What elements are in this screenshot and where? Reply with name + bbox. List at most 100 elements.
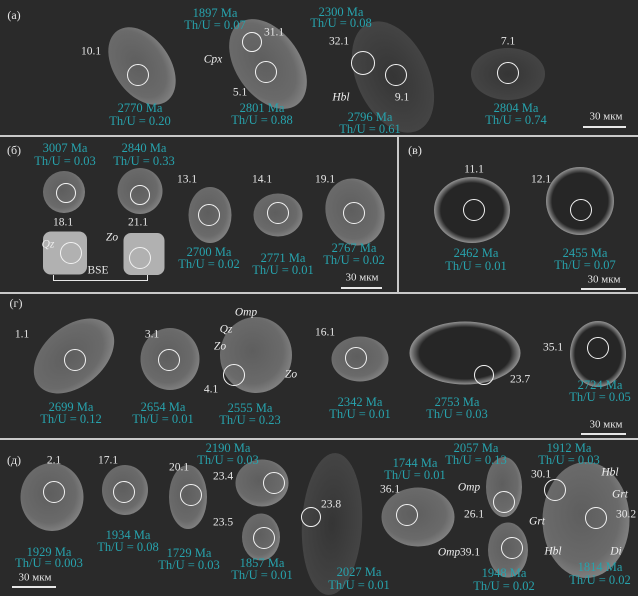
th-u-ratio-label: Th/U = 0.03 bbox=[158, 557, 220, 572]
analysis-spot-circle bbox=[180, 484, 202, 506]
age-label: 2555 Ma bbox=[227, 400, 273, 415]
zircon-grain bbox=[381, 487, 455, 547]
analysis-spot-circle bbox=[113, 481, 135, 503]
mineral-label: Hbl bbox=[544, 545, 562, 558]
spot-label: 23.4 bbox=[212, 470, 234, 483]
analysis-spot-circle bbox=[474, 365, 494, 385]
panel-label-g: (г) bbox=[9, 296, 23, 310]
spot-label: 14.1 bbox=[251, 173, 273, 186]
th-u-ratio-label: Th/U = 0.02 bbox=[569, 572, 631, 587]
age-label: 2300 Ma bbox=[318, 4, 364, 19]
scale-bar bbox=[581, 433, 626, 435]
th-u-ratio-label: Th/U = 0.33 bbox=[113, 153, 175, 168]
mineral-label: Qz bbox=[219, 323, 233, 336]
age-label: 1934 Ma bbox=[105, 527, 151, 542]
age-label: 1929 Ma bbox=[26, 544, 72, 559]
th-u-ratio-label: Th/U = 0.02 bbox=[178, 256, 240, 271]
analysis-spot-circle bbox=[301, 507, 321, 527]
age-label: 2770 Ma bbox=[117, 100, 163, 115]
scale-bar-label: 30 мкм bbox=[589, 418, 623, 431]
panel-label-b: (б) bbox=[6, 143, 22, 157]
mineral-label: Grt bbox=[529, 515, 545, 528]
analysis-spot-circle bbox=[56, 183, 76, 203]
th-u-ratio-label: Th/U = 0.20 bbox=[109, 113, 171, 128]
analysis-spot-circle bbox=[130, 185, 150, 205]
mineral-label: Cpx bbox=[203, 53, 223, 66]
age-label: 2771 Ma bbox=[260, 250, 306, 265]
spot-label: 32.1 bbox=[328, 35, 350, 48]
age-label: 2027 Ma bbox=[336, 564, 382, 579]
age-label: 2699 Ma bbox=[48, 399, 94, 414]
th-u-ratio-label: Th/U = 0.02 bbox=[473, 578, 535, 593]
panel-divider bbox=[0, 438, 638, 440]
th-u-ratio-label: Th/U = 0.08 bbox=[310, 15, 372, 30]
mineral-label: Hbl bbox=[332, 91, 350, 104]
spot-label: 12.1 bbox=[530, 173, 552, 186]
spot-label: 23.5 bbox=[212, 516, 234, 529]
th-u-ratio-label: Th/U = 0.01 bbox=[329, 406, 391, 421]
analysis-spot-circle bbox=[343, 202, 365, 224]
age-label: 2190 Ma bbox=[205, 440, 251, 455]
age-label: 2342 Ma bbox=[337, 394, 383, 409]
panel-label-v: (в) bbox=[408, 143, 422, 157]
bse-bracket bbox=[53, 275, 148, 281]
analysis-spot-circle bbox=[585, 507, 607, 529]
panel-divider bbox=[397, 137, 399, 292]
age-label: 2804 Ma bbox=[493, 100, 539, 115]
age-label: 2462 Ma bbox=[453, 245, 499, 260]
analysis-spot-circle bbox=[396, 504, 418, 526]
spot-label: 9.1 bbox=[394, 91, 410, 104]
analysis-spot-circle bbox=[385, 64, 407, 86]
age-label: 1744 Ma bbox=[392, 455, 438, 470]
th-u-ratio-label: Th/U = 0.07 bbox=[554, 257, 616, 272]
mineral-label: Di bbox=[610, 545, 622, 558]
age-label: 2767 Ma bbox=[331, 240, 377, 255]
age-label: 2840 Ma bbox=[121, 140, 167, 155]
panel-label-a: (а) bbox=[7, 8, 21, 22]
panel-divider bbox=[0, 292, 638, 294]
th-u-ratio-label: Th/U = 0.01 bbox=[252, 262, 314, 277]
th-u-ratio-label: Th/U = 0.23 bbox=[219, 412, 281, 427]
age-label: 1948 Ma bbox=[481, 565, 527, 580]
th-u-ratio-label: Th/U = 0.01 bbox=[231, 567, 293, 582]
scale-bar-label: 30 мкм bbox=[589, 110, 623, 123]
age-label: 1857 Ma bbox=[239, 555, 285, 570]
age-label: 3007 Ma bbox=[42, 140, 88, 155]
analysis-spot-circle bbox=[60, 242, 82, 264]
mineral-label: Omp bbox=[457, 481, 481, 494]
mineral-label: Grt bbox=[612, 488, 628, 501]
scale-bar bbox=[581, 288, 626, 290]
th-u-ratio-label: Th/U = 0.02 bbox=[323, 252, 385, 267]
th-u-ratio-label: Th/U = 0.03 bbox=[426, 406, 488, 421]
mineral-label: Hbl bbox=[601, 466, 619, 479]
scale-bar-label: 30 мкм bbox=[345, 271, 379, 284]
th-u-ratio-label: Th/U = 0.08 bbox=[97, 539, 159, 554]
age-label: 1729 Ma bbox=[166, 545, 212, 560]
analysis-spot-circle bbox=[198, 204, 220, 226]
th-u-ratio-label: Th/U = 0.74 bbox=[485, 112, 547, 127]
th-u-ratio-label: Th/U = 0.05 bbox=[569, 389, 631, 404]
spot-label: 36.1 bbox=[379, 483, 401, 496]
spot-label: 39.1 bbox=[459, 546, 481, 559]
th-u-ratio-label: Th/U = 0.01 bbox=[328, 577, 390, 592]
age-label: 2700 Ma bbox=[186, 244, 232, 259]
th-u-ratio-label: Th/U = 0.61 bbox=[339, 121, 401, 136]
analysis-spot-circle bbox=[351, 51, 375, 75]
spot-label: 7.1 bbox=[500, 35, 516, 48]
spot-label: 3.1 bbox=[144, 328, 160, 341]
panel-divider bbox=[0, 135, 638, 137]
analysis-spot-circle bbox=[127, 64, 149, 86]
scale-bar bbox=[583, 126, 626, 128]
spot-label: 31.1 bbox=[263, 26, 285, 39]
spot-label: 4.1 bbox=[203, 383, 219, 396]
th-u-ratio-label: Th/U = 0.13 bbox=[445, 452, 507, 467]
th-u-ratio-label: Th/U = 0.003 bbox=[15, 555, 83, 570]
spot-label: 30.2 bbox=[615, 508, 637, 521]
scale-bar bbox=[341, 287, 382, 289]
analysis-spot-circle bbox=[345, 347, 367, 369]
analysis-spot-circle bbox=[493, 491, 515, 513]
age-label: 2654 Ma bbox=[140, 399, 186, 414]
scale-bar-label: 30 мкм bbox=[18, 571, 52, 584]
mineral-label: Zo bbox=[284, 368, 298, 381]
age-label: 2801 Ma bbox=[239, 100, 285, 115]
